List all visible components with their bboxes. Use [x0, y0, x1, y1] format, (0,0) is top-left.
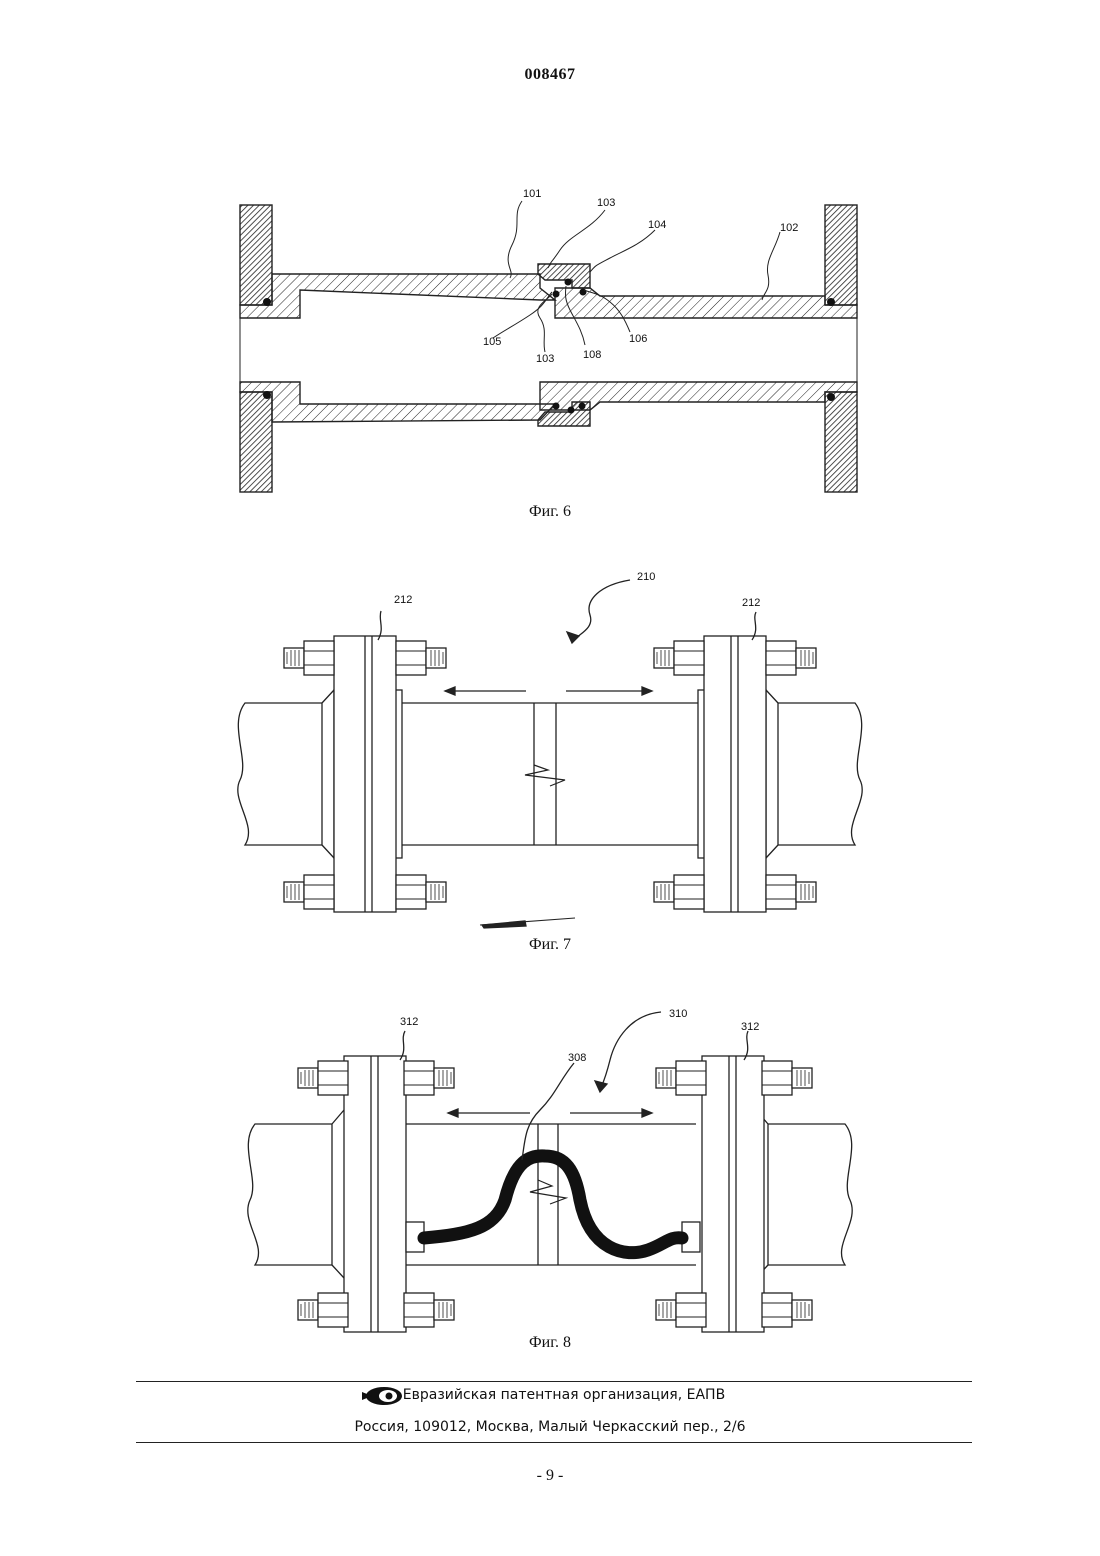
left-pipe-end	[248, 1124, 332, 1265]
pipe-101-lower	[240, 382, 555, 422]
figure-6-caption: Фиг. 6	[0, 503, 1100, 521]
figure-8-drawing	[248, 1012, 852, 1332]
footer-organization: Евразийская патентная организация, ЕАПВ	[0, 1387, 1100, 1403]
label-103-bottom: 103	[536, 353, 554, 365]
pipe-101-upper	[240, 274, 555, 318]
right-flange-top	[825, 205, 857, 305]
label-102: 102	[780, 222, 798, 234]
label-312-left: 312	[400, 1016, 418, 1028]
label-310: 310	[669, 1008, 687, 1020]
page-number: - 9 -	[0, 1467, 1100, 1485]
pipe-102-upper	[555, 288, 857, 318]
flange-212-right	[704, 636, 766, 912]
figure-6-drawing	[240, 205, 857, 492]
label-308: 308	[568, 1052, 586, 1064]
label-108: 108	[583, 349, 601, 361]
label-210: 210	[637, 571, 655, 583]
pipe-102-lower	[540, 382, 857, 410]
figure-8-caption: Фиг. 8	[0, 1334, 1100, 1352]
footer-bottom-rule	[136, 1442, 972, 1443]
flange-312-left	[344, 1056, 406, 1332]
label-212-right: 212	[742, 597, 760, 609]
label-104: 104	[648, 219, 666, 231]
right-pipe-end	[778, 703, 862, 845]
figure-7-caption: Фиг. 7	[0, 936, 1100, 954]
bonding-cable-308	[424, 1156, 682, 1253]
footer-address: Россия, 109012, Москва, Малый Черкасский…	[0, 1419, 1100, 1435]
figure-7-drawing	[238, 580, 862, 928]
tension-arrows	[448, 1109, 652, 1117]
label-105: 105	[483, 336, 501, 348]
right-pipe-end	[768, 1124, 852, 1265]
left-flange-top	[240, 205, 272, 305]
right-flange-bottom	[825, 392, 857, 492]
left-flange-bottom	[240, 392, 272, 492]
coupling-103-upper	[538, 264, 590, 288]
footer-top-rule	[136, 1381, 972, 1382]
label-103-top: 103	[597, 197, 615, 209]
figure-7-labels: 210 212 212	[394, 571, 760, 609]
left-pipe-end	[238, 703, 322, 845]
label-106: 106	[629, 333, 647, 345]
flange-312-right	[702, 1056, 764, 1332]
label-212-left: 212	[394, 594, 412, 606]
label-101: 101	[523, 188, 541, 200]
label-312-right: 312	[741, 1021, 759, 1033]
tension-arrows	[445, 687, 652, 695]
